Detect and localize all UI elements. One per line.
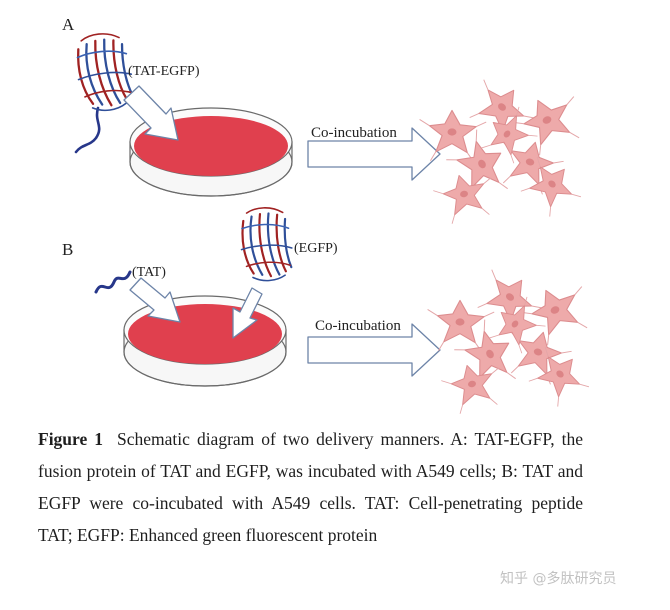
figure-label: Figure 1 — [38, 429, 104, 449]
co-incubation-arrow-b — [307, 323, 441, 377]
peptide-coil-icon — [94, 270, 132, 294]
process-label-b: Co-incubation — [315, 318, 401, 334]
flow-arrow-icon — [123, 85, 179, 141]
protein-label-b: (EGFP) — [294, 241, 338, 256]
panel-a-label: A — [62, 15, 75, 34]
panel-a: A (TAT-EGFP) Co-incubation — [62, 15, 591, 227]
process-label-a: Co-incubation — [311, 125, 397, 141]
watermark: 知乎 @多肽研究员 — [500, 571, 617, 587]
protein-barrel-icon — [237, 204, 296, 284]
protein-barrel-icon — [71, 29, 137, 154]
caption-text: Schematic diagram of two delivery manner… — [38, 429, 583, 545]
cell-cluster-icon — [428, 263, 599, 417]
peptide-label-b: (TAT) — [132, 265, 166, 280]
delivery-schematic: A (TAT-EGFP) Co-incubation B — [62, 15, 670, 420]
cell-cluster-icon — [420, 73, 591, 227]
panel-b-label: B — [62, 240, 73, 259]
petri-dish-icon — [123, 295, 287, 387]
panel-b: B (TAT) (EGFP) Co-incubation — [62, 204, 599, 417]
protein-label-a: (TAT-EGFP) — [128, 64, 200, 79]
flow-arrow-icon — [232, 287, 263, 339]
co-incubation-arrow-a — [307, 127, 441, 181]
flow-arrow-icon — [129, 277, 181, 323]
